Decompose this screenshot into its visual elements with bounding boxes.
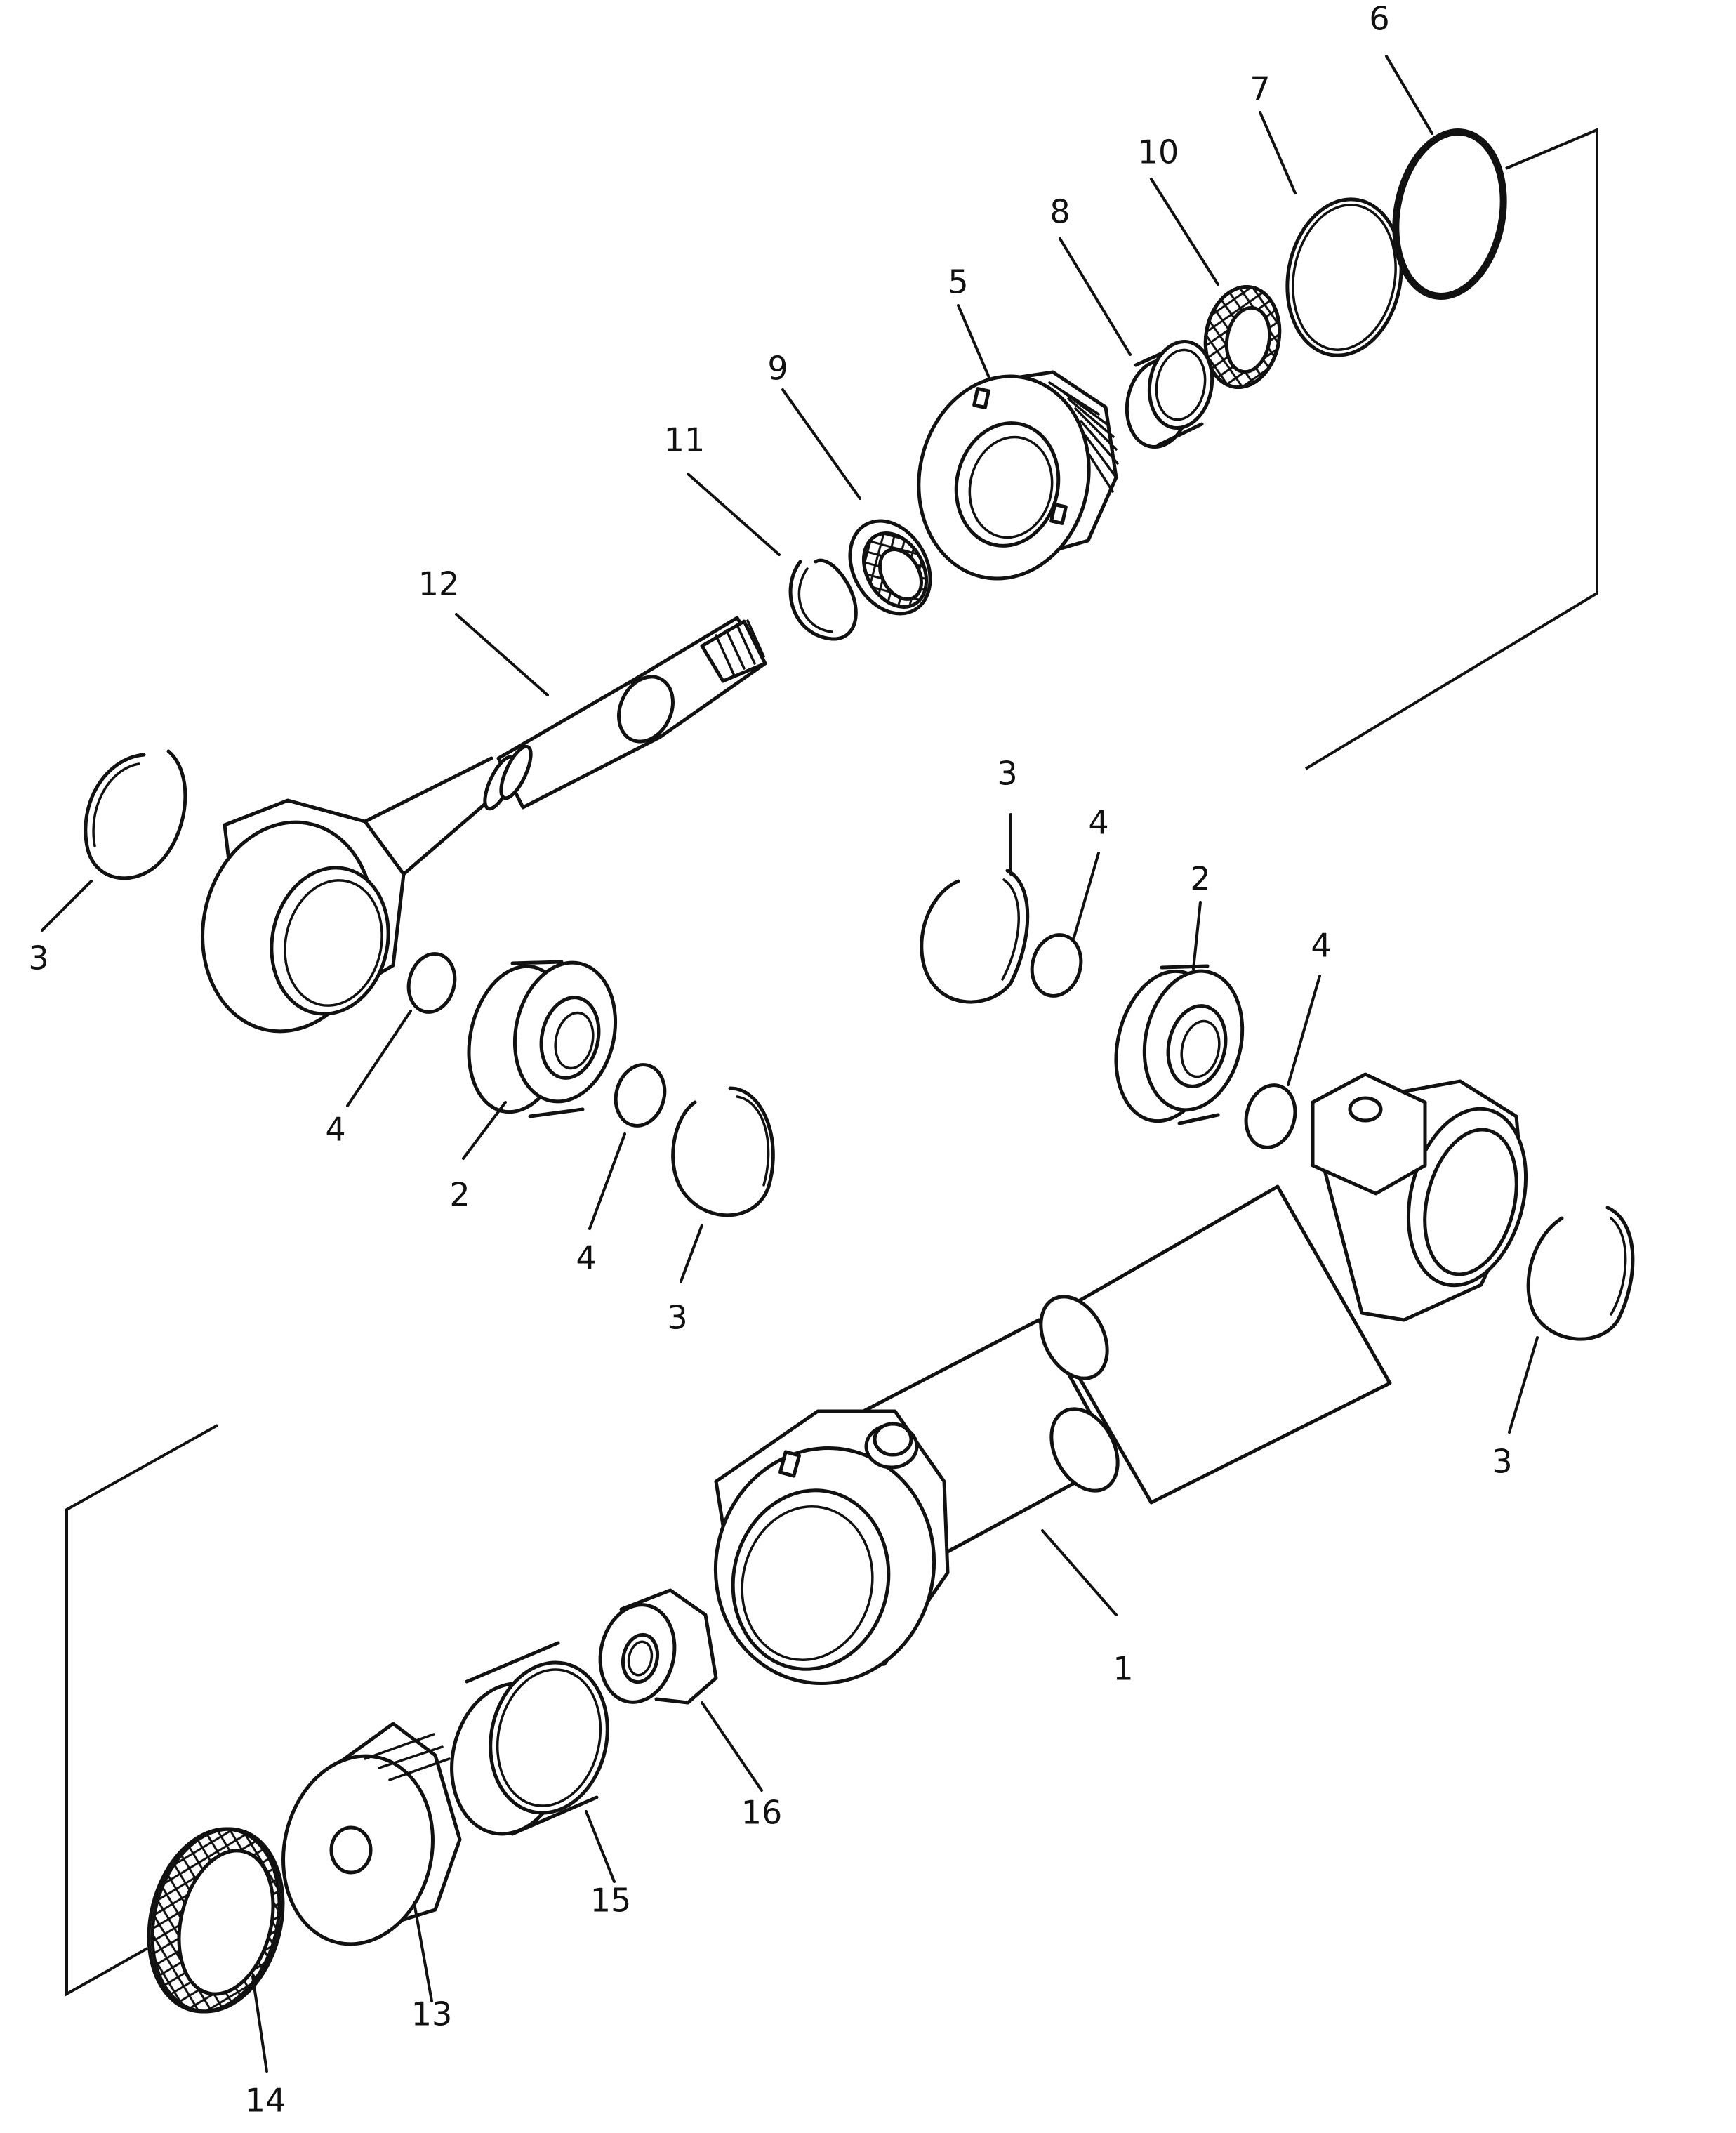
callout-3b: 3 bbox=[667, 1299, 687, 1337]
callout-7: 7 bbox=[1250, 70, 1270, 108]
callout-13: 13 bbox=[411, 1995, 453, 2033]
callout-labels: 6 7 10 8 5 9 11 12 3 4 2 4 3 3 4 2 4 3 1… bbox=[28, 0, 1512, 2120]
callout-11: 11 bbox=[664, 421, 705, 459]
retaining-ring-3d bbox=[1526, 1206, 1635, 1341]
retaining-ring-3c-inner bbox=[1001, 878, 1021, 981]
o-ring-4d bbox=[1244, 1083, 1297, 1149]
retaining-ring-3b bbox=[671, 1086, 775, 1217]
piston-rod-12 bbox=[363, 616, 767, 876]
o-ring-4a bbox=[406, 952, 457, 1014]
piston-band-15 bbox=[450, 1641, 609, 1836]
o-ring-6 bbox=[1392, 128, 1507, 300]
callout-1: 1 bbox=[1113, 1650, 1133, 1688]
callout-3c: 3 bbox=[997, 755, 1017, 793]
spherical-bearing-2b bbox=[1114, 964, 1245, 1125]
rod-eye bbox=[201, 798, 406, 1034]
callout-4a: 4 bbox=[325, 1111, 345, 1149]
snap-ring-11 bbox=[788, 558, 858, 641]
retaining-ring-3a bbox=[84, 749, 187, 880]
rod-packing-9-bore bbox=[878, 548, 923, 601]
bushing-8 bbox=[1125, 339, 1214, 449]
callout-2a: 2 bbox=[449, 1176, 470, 1214]
callout-4d: 4 bbox=[1311, 927, 1331, 965]
cylinder-tube-1 bbox=[713, 1072, 1528, 1685]
spherical-bearing-2a bbox=[467, 960, 618, 1118]
callout-12: 12 bbox=[418, 565, 460, 603]
callout-3a: 3 bbox=[28, 939, 48, 977]
wiper-seal-10-bore bbox=[1224, 305, 1272, 374]
backup-ring-7-inner bbox=[1292, 204, 1397, 351]
callout-4b: 4 bbox=[576, 1239, 596, 1277]
o-ring-4b bbox=[614, 1063, 667, 1128]
callout-16: 16 bbox=[741, 1794, 783, 1832]
assembly-frame-lower bbox=[65, 1424, 218, 1997]
callout-3d: 3 bbox=[1492, 1443, 1512, 1481]
piston-seal-14 bbox=[147, 1827, 285, 2014]
retaining-ring-3c bbox=[920, 869, 1030, 1004]
callout-14: 14 bbox=[245, 2082, 286, 2120]
retaining-ring-3d-inner bbox=[1610, 1217, 1627, 1316]
o-ring-4c bbox=[1030, 933, 1083, 998]
assembly-frame-upper bbox=[1304, 127, 1598, 770]
callout-8: 8 bbox=[1049, 193, 1070, 231]
callout-10: 10 bbox=[1138, 133, 1179, 171]
snap-ring-11-inner bbox=[797, 567, 833, 633]
piston-13 bbox=[281, 1722, 462, 1946]
retaining-ring-3a-inner bbox=[92, 762, 140, 847]
callout-5: 5 bbox=[948, 263, 968, 301]
callout-6: 6 bbox=[1369, 0, 1389, 38]
retaining-ring-3b-inner bbox=[736, 1095, 770, 1187]
callout-4c: 4 bbox=[1088, 804, 1108, 842]
backup-ring-7 bbox=[1285, 197, 1403, 357]
piston-nut-16 bbox=[598, 1587, 718, 1706]
callout-15: 15 bbox=[590, 1882, 632, 1920]
leader-lines bbox=[41, 55, 1539, 2073]
cylinder-head-5 bbox=[917, 370, 1119, 581]
callout-2b: 2 bbox=[1190, 860, 1210, 898]
callout-9: 9 bbox=[767, 350, 788, 388]
